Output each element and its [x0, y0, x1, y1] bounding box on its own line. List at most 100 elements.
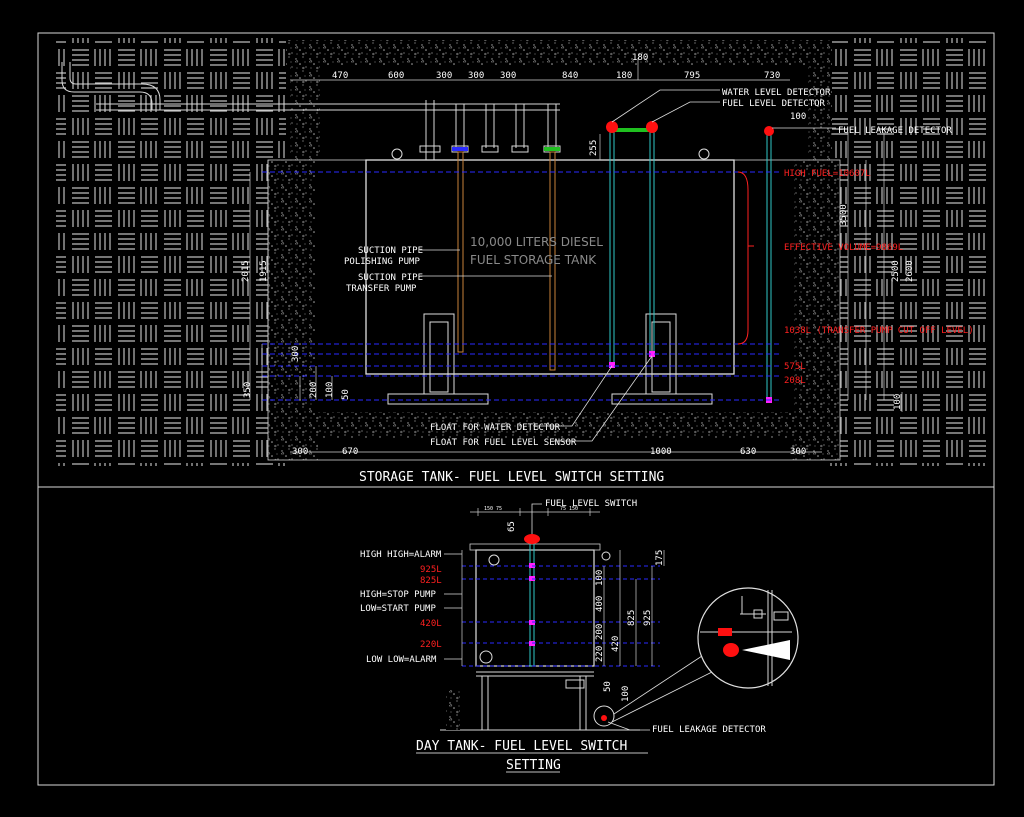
dim-3500: 3500	[839, 204, 849, 226]
pit-top-interior	[320, 66, 808, 160]
day-tank-title-2: SETTING	[506, 758, 561, 773]
drawing-frame	[37, 32, 995, 786]
lifting-lug-left	[391, 148, 403, 160]
dim-1915: 1915	[259, 260, 269, 282]
label-fuel-level-switch: FUEL LEVEL SWITCH	[545, 499, 637, 509]
dim-top-8: 795	[684, 71, 700, 81]
dim-300: 300	[291, 346, 301, 362]
day-dim-100: 100	[595, 570, 605, 586]
callout-suction-polishing-2: POLISHING PUMP	[344, 257, 420, 267]
day-dim-825: 825	[627, 610, 637, 626]
day-level-825: 825L	[420, 576, 442, 586]
concrete-upper-right	[808, 40, 832, 160]
day-dim-lines	[461, 550, 665, 666]
water-level-detector-head	[606, 121, 618, 133]
level-effective-volume: EFFECTIVE VOLUME=9869L	[784, 243, 903, 253]
dim-2600: 2600	[905, 260, 915, 282]
top-piping	[61, 62, 561, 160]
day-dim-175: 175	[655, 550, 665, 566]
dim-top-4: 300	[468, 71, 484, 81]
callout-suction-transfer-1: SUCTION PIPE	[358, 273, 423, 283]
level-208: 208L	[784, 376, 806, 386]
day-tank-title-1: DAY TANK- FUEL LEVEL SWITCH	[416, 739, 627, 754]
concrete-floor	[286, 412, 826, 438]
soil-hatch-right	[826, 38, 986, 466]
callout-suction-transfer-2: TRANSFER PUMP	[346, 284, 417, 294]
day-tank-stand	[440, 671, 640, 731]
dimension-lines	[249, 58, 903, 453]
day-tank-section: 150 75 75 150 FUEL LEVEL SWITCH HIGH HIG…	[360, 499, 799, 773]
level-575: 575L	[784, 362, 806, 372]
day-dim-400: 400	[595, 596, 605, 612]
day-dim-65: 65	[507, 521, 517, 532]
concrete-upper-left	[290, 40, 320, 160]
soil-hatch-left	[56, 38, 286, 466]
day-tank-fuel-level-switch	[524, 534, 540, 544]
day-dim-100b: 100	[621, 686, 631, 702]
day-dim-925: 925	[643, 610, 653, 626]
tank-label-line-1: 10,000 LITERS DIESEL	[470, 235, 603, 249]
day-dim-200: 200	[595, 624, 605, 640]
dim-100: 100	[790, 112, 806, 122]
dim-top-3: 300	[436, 71, 452, 81]
dim-bottom-1: 300	[292, 447, 308, 457]
dim-2015: 2015	[241, 260, 251, 282]
dim-100-right: 100	[893, 394, 903, 410]
suction-pipe-polishing	[457, 151, 464, 353]
day-level-220: 220L	[420, 640, 442, 650]
dim-top-5: 300	[500, 71, 516, 81]
label-low-start-pump: LOW=START PUMP	[360, 604, 436, 614]
tank-label-line-2: FUEL STORAGE TANK	[470, 253, 597, 267]
detail-leak-sensor	[723, 643, 739, 657]
dim-255: 255	[589, 140, 599, 156]
dim-top-1: 470	[332, 71, 348, 81]
leak-detector-head	[764, 126, 774, 136]
day-dim-220: 220	[595, 646, 605, 662]
day-level-lines	[462, 565, 660, 667]
dim-top-7: 180	[616, 71, 632, 81]
callout-suction-polishing-1: SUCTION PIPE	[358, 246, 423, 256]
callout-water-level-detector: WATER LEVEL DETECTOR	[722, 88, 831, 98]
detail-circle	[697, 587, 799, 689]
detector-mount	[610, 128, 656, 132]
storage-level-lines	[262, 171, 780, 401]
dim-top-9: 730	[764, 71, 780, 81]
mini-dim-a: 150 75	[484, 506, 502, 512]
storage-tank-title: STORAGE TANK- FUEL LEVEL SWITCH SETTING	[359, 470, 664, 485]
label-high-high-alarm: HIGH HIGH=ALARM	[360, 550, 442, 560]
mini-dim-b: 75 150	[560, 506, 578, 512]
callout-fuel-leakage-detector: FUEL LEAKAGE DETECTOR	[838, 126, 952, 136]
dim-top-180: 180	[632, 53, 648, 63]
level-cutoff: 1038L (TRANSFER PUMP CUT OFF LEVEL)	[784, 326, 974, 336]
lifting-lug-right	[698, 148, 710, 160]
dim-top-6: 840	[562, 71, 578, 81]
day-dim-50: 50	[603, 681, 613, 692]
float-fuel	[649, 351, 655, 357]
label-high-stop-pump: HIGH=STOP PUMP	[360, 590, 436, 600]
dim-bottom-2: 670	[342, 447, 358, 457]
day-level-420: 420L	[420, 619, 442, 629]
dim-top-2: 600	[388, 71, 404, 81]
day-level-925: 925L	[420, 565, 442, 575]
detail-pointer	[742, 640, 790, 660]
dim-200: 200	[309, 382, 319, 398]
float-water	[609, 362, 615, 368]
dim-bottom-3: 1000	[650, 447, 672, 457]
dim-350: 350	[243, 382, 253, 398]
storage-tank-section: STORAGE TANK- FUEL LEVEL SWITCH SETTING …	[56, 38, 986, 485]
concrete-top	[286, 40, 826, 66]
dim-100-left: 100	[325, 382, 335, 398]
dim-bottom-4: 630	[740, 447, 756, 457]
concrete-wall-right	[792, 160, 840, 460]
dim-bottom-5: 300	[790, 447, 806, 457]
suction-pipe-transfer	[549, 151, 556, 371]
day-dim-420: 420	[611, 636, 621, 652]
callout-float-water: FLOAT FOR WATER DETECTOR	[430, 423, 561, 433]
concrete-wall-left	[268, 160, 318, 460]
label-day-fuel-leakage-detector: FUEL LEAKAGE DETECTOR	[652, 725, 766, 735]
dim-2500: 2500	[891, 260, 901, 282]
callout-fuel-level-detector: FUEL LEVEL DETECTOR	[722, 99, 826, 109]
level-high-fuel: HIGH FUEL=10607L	[784, 169, 871, 179]
dim-50: 50	[341, 389, 351, 400]
